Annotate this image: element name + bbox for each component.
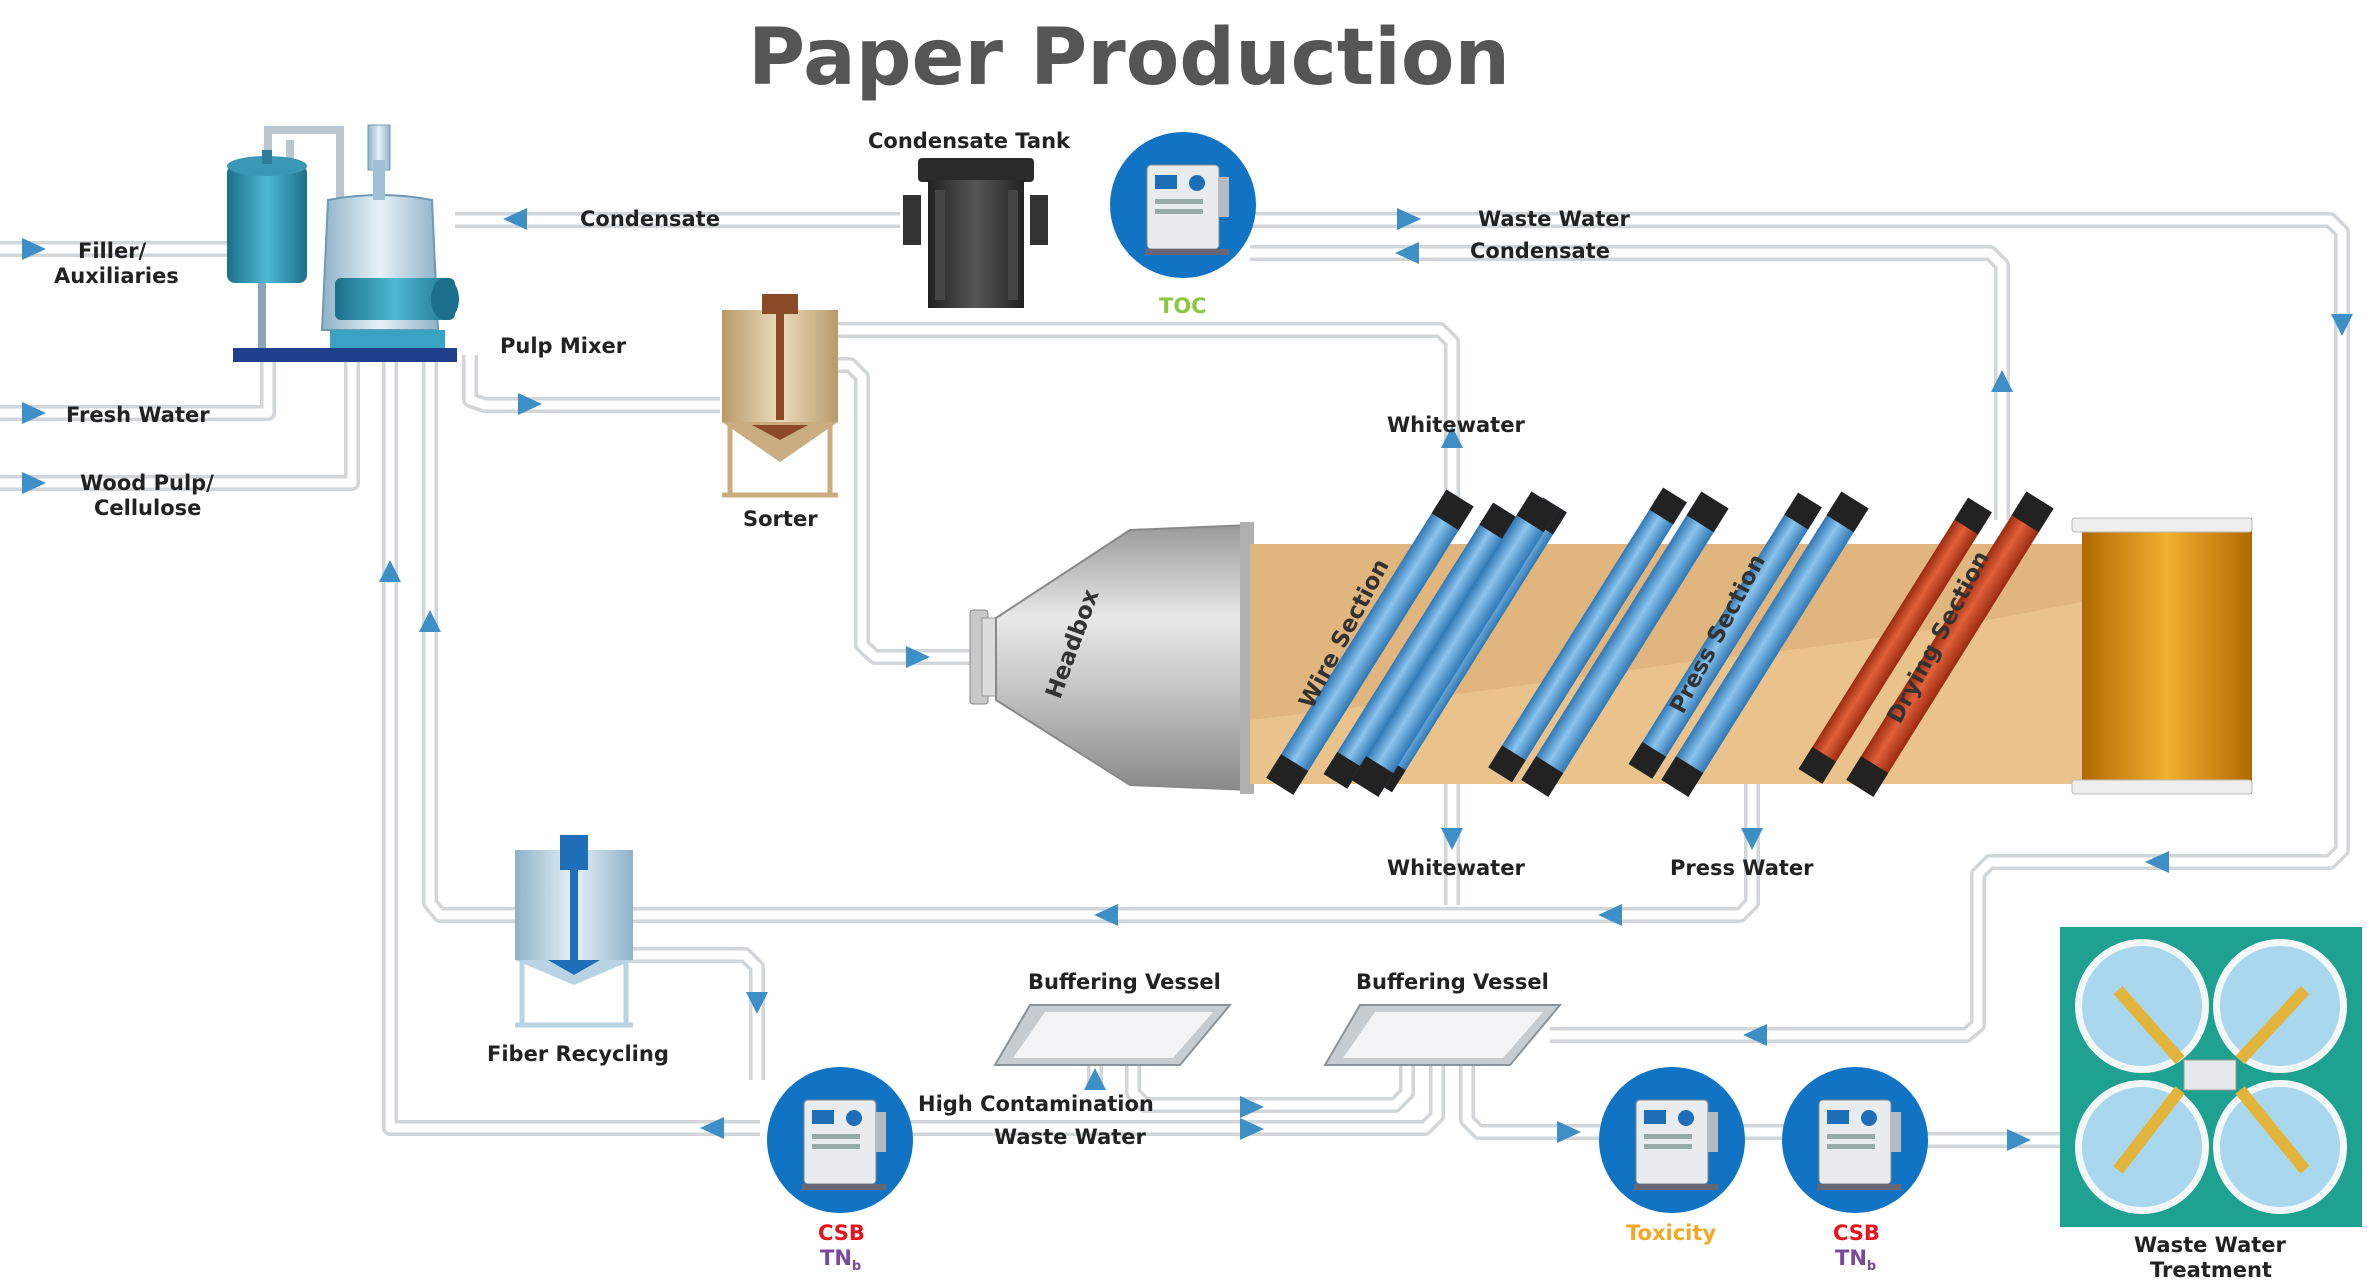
arrow-recycle-up-2 xyxy=(419,610,441,632)
arrow-whitewater-down xyxy=(1441,828,1463,850)
label-condensate-right: Condensate xyxy=(1470,239,1610,263)
label-tnb-2: TNb xyxy=(1835,1246,1876,1274)
arrow-csb-left xyxy=(700,1117,724,1139)
arrow-whitewater-up xyxy=(1441,426,1463,448)
buffering-vessel-2 xyxy=(1323,1004,1563,1066)
label-wood-pulp-1: Wood Pulp/ xyxy=(80,471,214,495)
arrow-to-headbox xyxy=(906,646,930,668)
arrow-buffer-up xyxy=(1084,1068,1106,1090)
arrow-left-1035 xyxy=(1743,1024,1767,1046)
headbox: Headbox xyxy=(969,522,1254,794)
arrow-recycle-up-1 xyxy=(379,560,401,582)
label-high-contamination: High Contamination xyxy=(918,1092,1154,1116)
page-title: Paper Production xyxy=(748,13,1510,103)
arrow-waste-water-top xyxy=(1397,208,1421,230)
label-waste-water-top: Waste Water xyxy=(1478,207,1631,231)
arrow-to-toxicity xyxy=(1557,1121,1581,1143)
arrow-915-a xyxy=(1598,904,1622,926)
pulp-mixer xyxy=(227,124,459,362)
paper-machine: Wire Section Press Section Drying Sectio… xyxy=(1250,487,2253,797)
label-whitewater-bottom: Whitewater xyxy=(1387,856,1525,880)
label-pulp-mixer: Pulp Mixer xyxy=(500,334,627,358)
label-condensate-left: Condensate xyxy=(580,207,720,231)
arrow-condensate-left xyxy=(503,208,527,230)
label-buffering-vessel-2: Buffering Vessel xyxy=(1356,970,1549,994)
sorter xyxy=(722,294,838,498)
analyzer-toxicity xyxy=(1599,1067,1745,1213)
arrow-left-862 xyxy=(2145,851,2169,873)
label-toxicity: Toxicity xyxy=(1626,1221,1716,1245)
arrow-waste-right-1 xyxy=(1240,1096,1264,1118)
label-fiber-recycling: Fiber Recycling xyxy=(487,1042,669,1066)
analyzer-csb-2 xyxy=(1782,1067,1928,1213)
label-tnb-1: TNb xyxy=(820,1246,861,1274)
arrow-fresh-water xyxy=(22,402,46,424)
arrow-fiber-down xyxy=(746,992,768,1014)
arrow-waste-right-2 xyxy=(1240,1118,1264,1140)
flow-arrows xyxy=(22,208,2353,1151)
label-waste-water-treatment-2: Treatment xyxy=(2150,1258,2272,1282)
arrow-presswater-down xyxy=(1741,828,1763,850)
condensate-tank xyxy=(903,158,1048,308)
rollers xyxy=(1266,487,2054,797)
arrow-right-down xyxy=(2331,314,2353,336)
label-whitewater-top: Whitewater xyxy=(1387,413,1525,437)
label-fresh-water: Fresh Water xyxy=(66,403,210,427)
arrow-pulp-to-sorter xyxy=(518,393,542,415)
label-waste-water-treatment-1: Waste Water xyxy=(2134,1233,2287,1257)
label-waste-water-bottom: Waste Water xyxy=(994,1125,1147,1149)
fiber-recycling xyxy=(515,835,633,1028)
buffering-vessel-1 xyxy=(993,1004,1233,1066)
analyzer-toc xyxy=(1110,132,1256,278)
arrow-915-b xyxy=(1094,904,1118,926)
label-filler-1: Filler/ xyxy=(78,239,147,263)
waste-water-treatment xyxy=(2060,927,2362,1227)
label-wood-pulp-2: Cellulose xyxy=(94,496,201,520)
arrow-wood-pulp xyxy=(22,472,46,494)
arrow-filler xyxy=(22,238,46,260)
arrow-to-treatment xyxy=(2007,1129,2031,1151)
label-csb-1: CSB xyxy=(818,1221,865,1245)
label-condensate-tank: Condensate Tank xyxy=(868,129,1071,153)
label-toc: TOC xyxy=(1159,294,1207,318)
arrow-dry-up xyxy=(1991,370,2013,392)
arrow-condensate-right xyxy=(1395,242,1419,264)
analyzer-csb-1 xyxy=(767,1067,913,1213)
label-press-water: Press Water xyxy=(1670,856,1814,880)
label-sorter: Sorter xyxy=(743,507,818,531)
label-buffering-vessel-1: Buffering Vessel xyxy=(1028,970,1221,994)
label-filler-2: Auxiliaries xyxy=(54,264,179,288)
label-csb-2: CSB xyxy=(1833,1221,1880,1245)
